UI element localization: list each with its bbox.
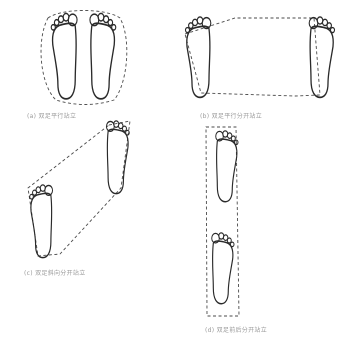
figure-b [185, 17, 335, 97]
left-foot [186, 17, 211, 97]
figure-a [41, 11, 127, 105]
figure-c [28, 121, 130, 258]
back-foot [212, 233, 234, 304]
figure-d [206, 127, 239, 316]
outline-dashed [28, 121, 130, 256]
caption-c: (c) 双足斜向分开站立 [24, 268, 86, 277]
left-foot [51, 13, 77, 98]
front-foot [216, 131, 238, 202]
caption-d: (d) 双足前后分开站立 [205, 325, 267, 334]
right-foot [106, 121, 129, 194]
outline-dashed [185, 18, 320, 96]
left-foot [30, 185, 53, 258]
outline-dashed [206, 127, 239, 316]
right-foot [90, 13, 116, 98]
caption-a: (a) 双足平行站立 [27, 111, 76, 120]
caption-b: (b) 双足平行分开站立 [200, 111, 262, 120]
right-foot [309, 17, 334, 97]
